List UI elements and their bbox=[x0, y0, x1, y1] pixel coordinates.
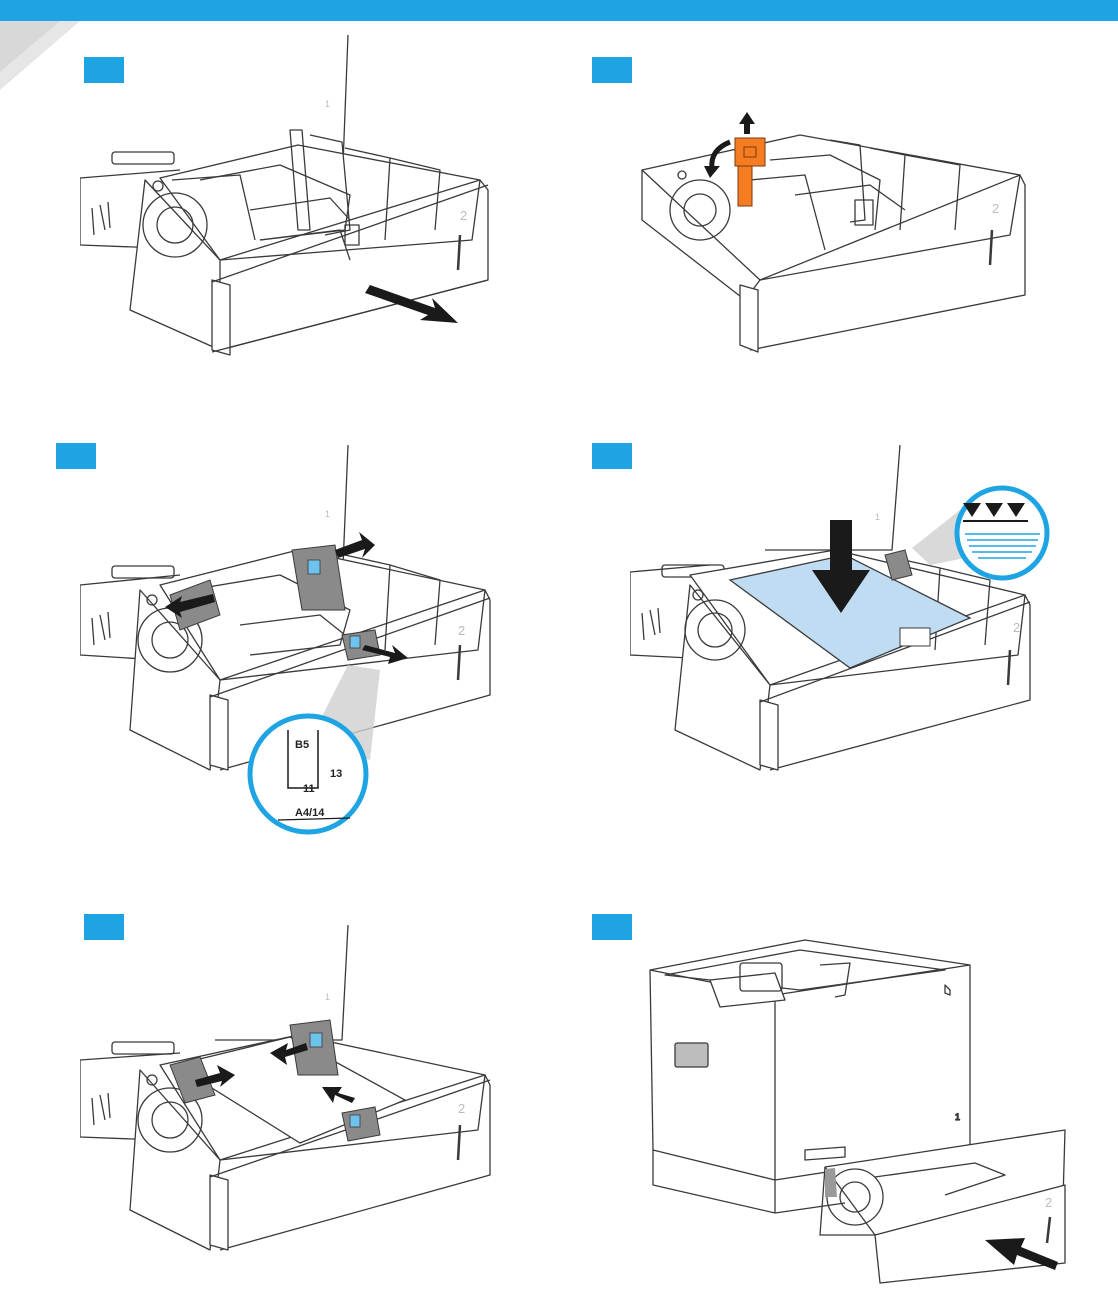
step-1-illustration: 1 2 bbox=[80, 30, 500, 370]
step-badge-6 bbox=[592, 914, 632, 940]
tray-number-label: 2 bbox=[992, 201, 999, 216]
step-6-illustration: 1 2 bbox=[645, 935, 1085, 1285]
length-guide bbox=[342, 630, 380, 660]
zoom-label-13: 13 bbox=[330, 768, 342, 780]
arrow-pull-icon bbox=[365, 285, 458, 323]
tray-number-label: 2 bbox=[1045, 1195, 1052, 1210]
svg-text:1: 1 bbox=[325, 509, 330, 519]
step-3-illustration: 1 2 B5 11 13 A4/14 bbox=[80, 440, 500, 840]
printer-tray-label: 1 bbox=[955, 1112, 960, 1122]
zoom-label-b5: B5 bbox=[295, 739, 309, 751]
arrow-up-icon bbox=[739, 112, 755, 134]
svg-text:1: 1 bbox=[875, 512, 880, 522]
zoom-label-11: 11 bbox=[303, 783, 315, 795]
svg-text:1: 1 bbox=[325, 99, 330, 109]
zoom-callout: B5 11 13 A4/14 bbox=[250, 716, 366, 832]
step-2-illustration: 2 bbox=[630, 100, 1030, 360]
tray-number-label: 2 bbox=[458, 623, 465, 638]
svg-text:1: 1 bbox=[325, 992, 330, 1002]
arrow-right-icon bbox=[335, 532, 375, 558]
header-bar bbox=[0, 0, 1118, 21]
step-4-illustration: 1 2 bbox=[630, 440, 1070, 780]
step-badge-4 bbox=[592, 443, 632, 469]
step-5-illustration: 1 2 bbox=[80, 925, 500, 1265]
section-tab bbox=[0, 0, 80, 90]
fill-limit-callout bbox=[957, 488, 1047, 578]
tray-number-label: 2 bbox=[460, 208, 467, 223]
tray-number-label: 2 bbox=[458, 1101, 465, 1116]
zoom-label-a4-14: A4/14 bbox=[295, 807, 325, 819]
tray-number-label: 2 bbox=[1013, 620, 1020, 635]
step-badge-2 bbox=[592, 57, 632, 83]
